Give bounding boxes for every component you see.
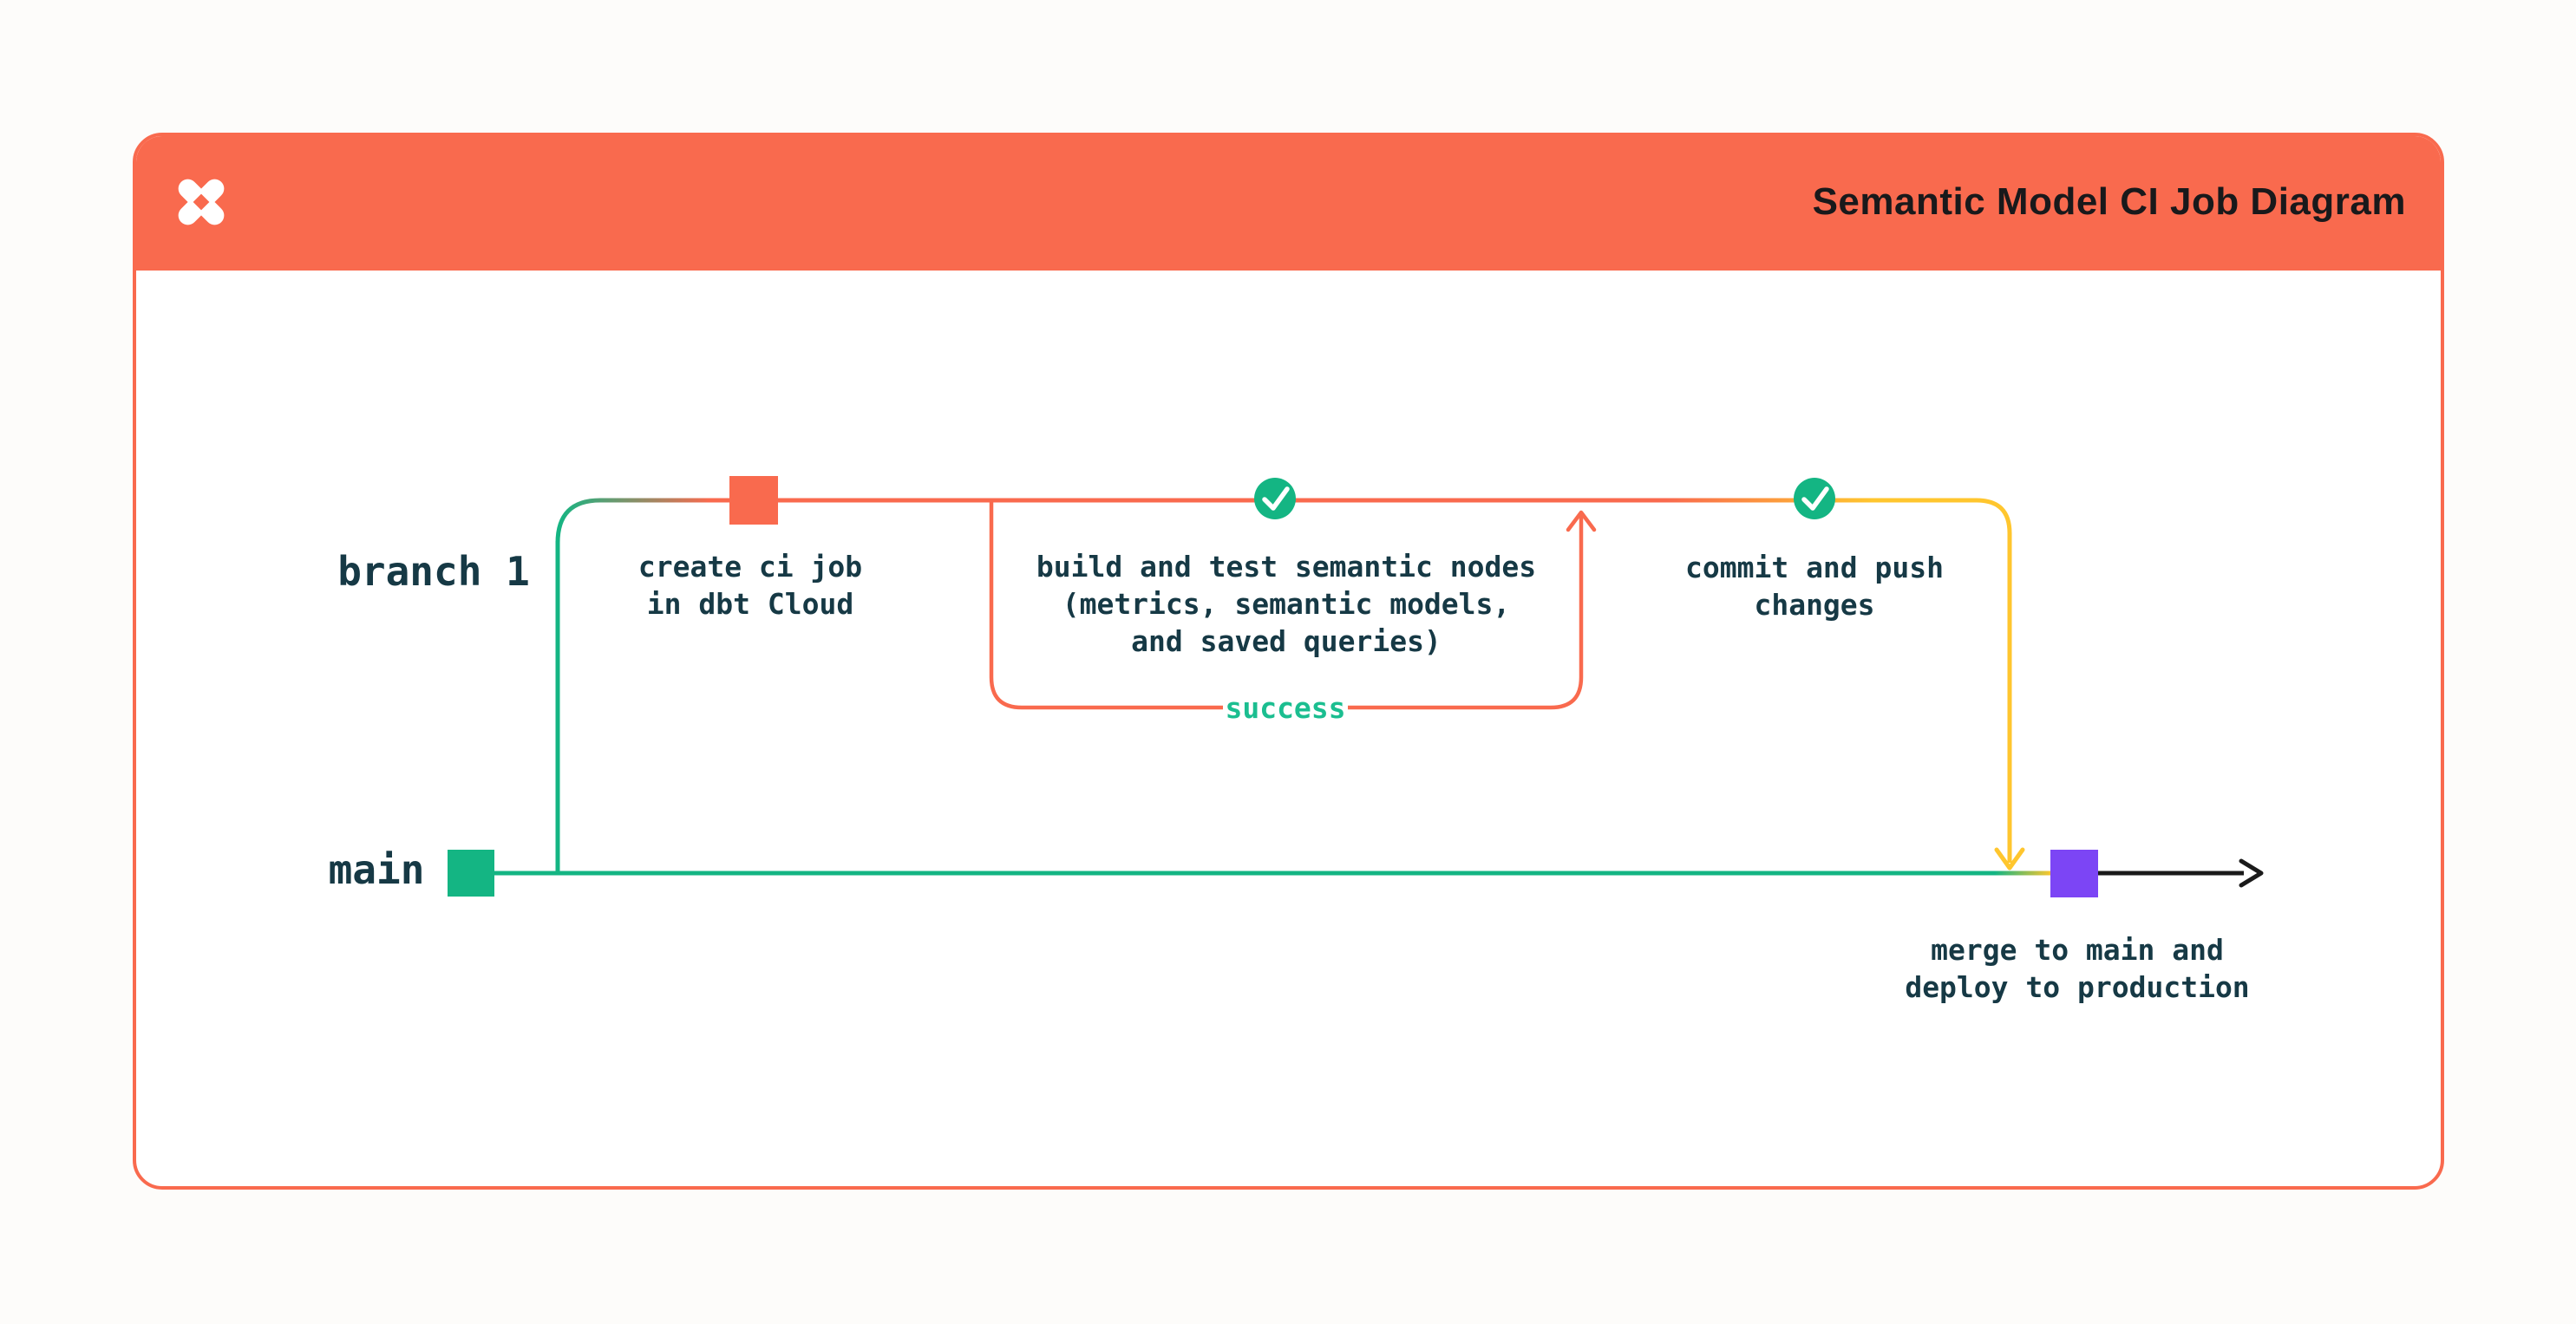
success-label: success [1225,691,1346,725]
diagram-card: Semantic Model CI Job Diagram [133,133,2444,1190]
merge-arrowhead-icon [1994,847,2025,871]
loop-right-line [1348,514,1584,710]
merge-deploy-text: merge to main and deploy to production [1905,933,2250,1004]
check-circle-build-icon [1254,478,1296,519]
create-ci-job-text: create ci job in dbt Cloud [637,550,863,621]
check-circle-commit-icon [1794,478,1835,519]
build-test-text: build and test semantic nodes (metrics, … [1036,550,1537,658]
loop-left-line [989,502,1223,710]
main-lane-label: main [328,846,425,893]
diagram-lines-svg [448,476,2264,897]
create-ci-job-square [729,476,778,525]
loop-arrowhead-icon [1566,510,1597,532]
branch-lane-label: branch 1 [337,548,530,595]
merge-commit-square [2050,850,2098,897]
branch-corner-gradient-line [555,498,710,544]
dbt-logo-icon [178,179,225,225]
card-header: Semantic Model CI Job Diagram [136,136,2441,271]
diagram-canvas: branch 1 main create ci job in dbt Cloud… [136,271,2441,1186]
commit-push-text: commit and push changes [1684,551,1945,622]
page-title: Semantic Model CI Job Diagram [1812,179,2406,223]
continue-arrowhead-icon [2239,858,2264,888]
branch-merge-line [1871,498,2012,863]
main-commit-square [448,850,494,897]
